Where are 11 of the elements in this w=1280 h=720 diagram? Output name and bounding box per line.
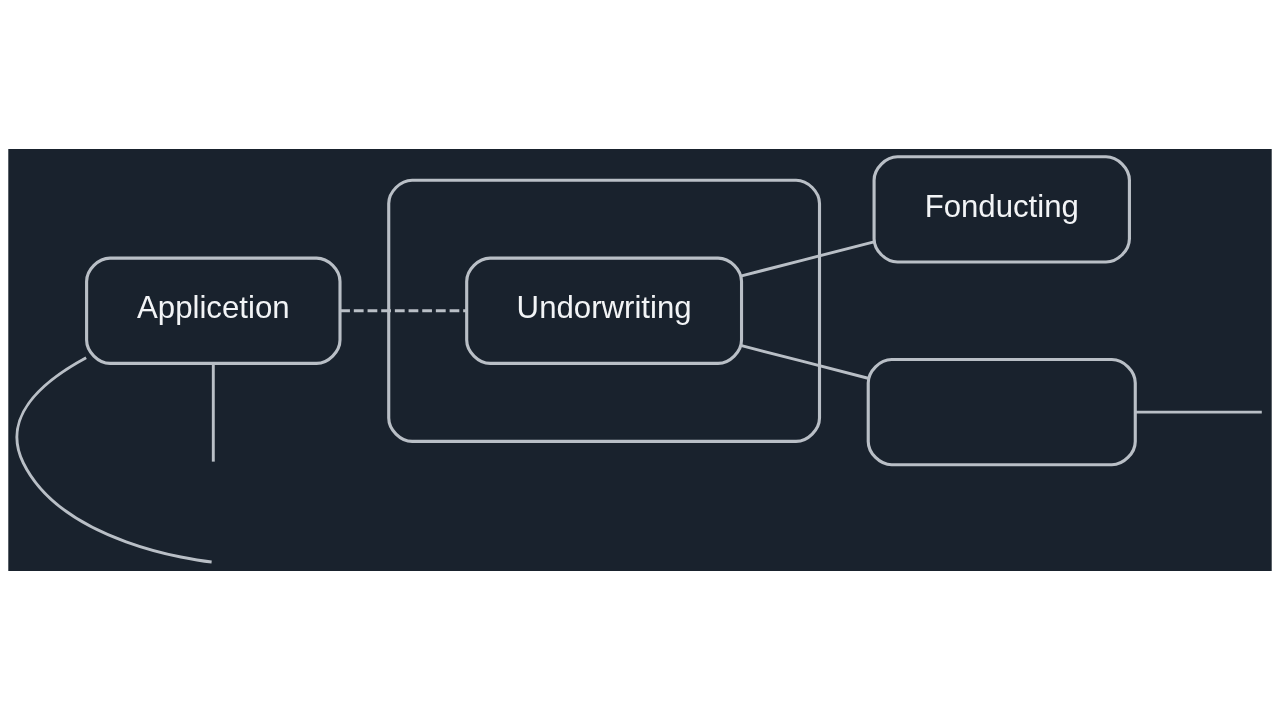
node-box: Fonducting [872,155,1131,264]
node-box: Applicetion [85,256,342,365]
connector [340,309,467,313]
cluster [387,178,822,443]
connector [741,240,875,278]
connector [15,356,212,564]
node-box [866,357,1137,467]
node-box: Undorwriting [465,256,744,365]
connector [741,344,869,380]
connector [1135,410,1262,414]
connector [211,363,215,462]
